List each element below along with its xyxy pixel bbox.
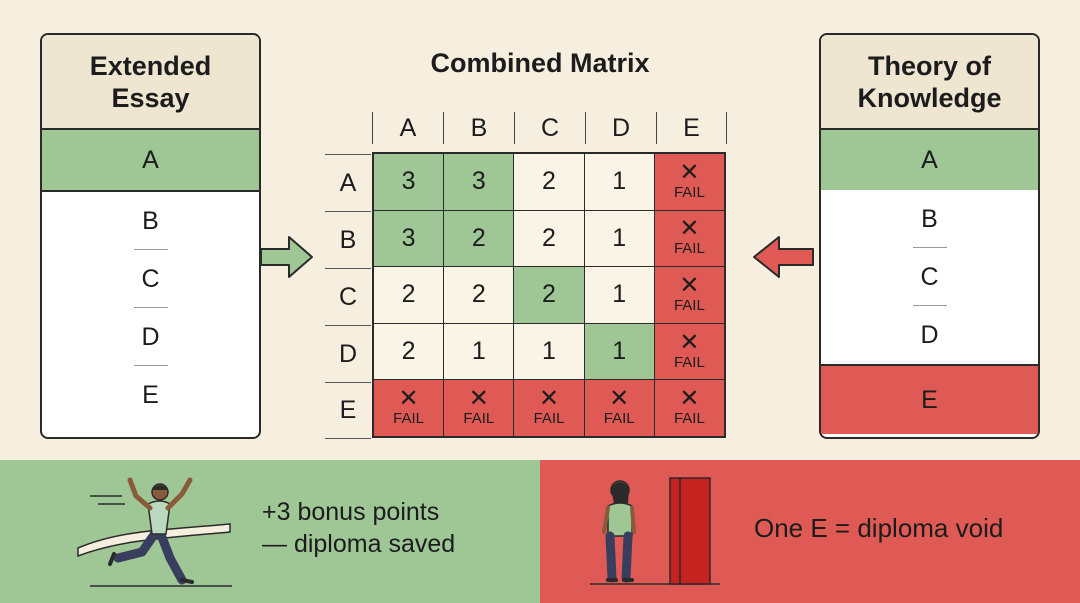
matrix-cell: 3 (374, 154, 444, 210)
cell-value: 1 (612, 223, 627, 252)
cross-icon: ✕ (679, 215, 700, 243)
cell-value: 2 (401, 280, 416, 309)
cross-icon: ✕ (679, 385, 700, 413)
col-header-c: C (514, 112, 585, 144)
matrix-cell: 2 (514, 267, 584, 323)
cross-icon: ✕ (609, 385, 630, 413)
fail-label: FAIL (393, 410, 425, 428)
row-header-b: B (325, 211, 371, 268)
cell-value: 3 (401, 223, 416, 252)
ee-grade-c: C (42, 250, 259, 308)
fail-label: FAIL (463, 410, 495, 428)
matrix-cell: 2 (374, 323, 444, 380)
matrix-cell: 2 (514, 154, 584, 210)
row-header-e: E (325, 382, 371, 439)
matrix-cell: ✕FAIL (584, 380, 654, 436)
cross-icon: ✕ (679, 158, 700, 186)
theory-of-knowledge-title: Theory of Knowledge (821, 35, 1038, 130)
matrix-cell: ✕FAIL (374, 380, 444, 436)
arrow-right-icon (260, 236, 313, 278)
row-header-d: D (325, 325, 371, 382)
matrix-cell: ✕FAIL (654, 323, 724, 380)
ee-grade-d: D (42, 308, 259, 366)
matrix-cell: 3 (444, 154, 514, 210)
fail-label: FAIL (673, 353, 705, 371)
fail-label: FAIL (603, 410, 635, 428)
arrow-left-icon (753, 236, 814, 278)
cell-value: 2 (542, 223, 556, 252)
cell-value: 3 (471, 167, 486, 196)
row-header-a: A (325, 154, 371, 211)
matrix-cell: 1 (584, 323, 654, 380)
extended-essay-panel: Extended Essay A B C D E (40, 33, 261, 439)
tok-grade-b: B (821, 190, 1038, 248)
col-header-a: A (372, 112, 443, 144)
cell-value: 2 (471, 223, 486, 252)
ee-grade-e: E (142, 380, 159, 409)
matrix-title: Combined Matrix (430, 48, 650, 78)
cell-value: 1 (612, 337, 627, 366)
cross-icon: ✕ (468, 385, 489, 413)
ee-grade-a: A (42, 130, 259, 192)
matrix-cell: 1 (444, 323, 514, 380)
cell-value: 2 (401, 337, 416, 366)
matrix-cell: ✕FAIL (654, 380, 724, 436)
cell-value: 1 (471, 337, 486, 366)
tok-grade-e: E (821, 364, 1038, 434)
tok-grade-c: C (821, 248, 1038, 306)
matrix-cell: 1 (584, 267, 654, 323)
matrix-cell: 3 (374, 210, 444, 267)
theory-of-knowledge-panel: Theory of Knowledge A B C D E (819, 33, 1040, 439)
matrix-cell: 1 (584, 154, 654, 210)
tok-grade-d: D (920, 320, 939, 349)
cell-value: 1 (612, 167, 627, 196)
extended-essay-title: Extended Essay (42, 35, 259, 130)
matrix-cell: 2 (444, 267, 514, 323)
closed-door-icon (669, 477, 711, 585)
col-header-e: E (656, 112, 727, 144)
col-header-d: D (585, 112, 656, 144)
col-header-b: B (443, 112, 514, 144)
cross-icon: ✕ (679, 328, 700, 356)
cross-icon: ✕ (398, 385, 419, 413)
cell-value: 1 (542, 337, 556, 366)
void-banner: One E = diploma void (540, 460, 1080, 603)
ee-grade-b: B (42, 192, 259, 250)
matrix-cell: 1 (514, 323, 584, 380)
fail-label: FAIL (673, 240, 705, 258)
cell-value: 2 (542, 280, 556, 309)
matrix-cell: ✕FAIL (654, 154, 724, 210)
cross-icon: ✕ (679, 271, 700, 299)
cell-value: 3 (401, 167, 416, 196)
bonus-text: +3 bonus points — diploma saved (262, 498, 456, 558)
cell-value: 1 (612, 280, 627, 309)
cross-icon: ✕ (538, 385, 560, 413)
fail-label: FAIL (673, 183, 705, 201)
row-header-c: C (325, 268, 371, 325)
runner-finish-line-icon (77, 477, 232, 587)
matrix-cell: ✕FAIL (654, 210, 724, 267)
cell-value: 2 (471, 280, 486, 309)
bonus-banner: +3 bonus points — diploma saved (0, 460, 540, 603)
matrix-cell: ✕FAIL (514, 380, 584, 436)
fail-label: FAIL (533, 410, 565, 428)
matrix-cell: 2 (444, 210, 514, 267)
matrix-cell: 2 (374, 267, 444, 323)
cell-value: 2 (542, 167, 556, 196)
matrix-cell: ✕FAIL (654, 267, 724, 323)
matrix-cell: ✕FAIL (444, 380, 514, 436)
fail-label: FAIL (673, 296, 705, 314)
fail-label: FAIL (673, 410, 705, 428)
matrix-cell: 1 (584, 210, 654, 267)
tok-grade-a: A (821, 130, 1038, 190)
void-text: One E = diploma void (754, 513, 1004, 543)
matrix-cell: 2 (514, 210, 584, 267)
